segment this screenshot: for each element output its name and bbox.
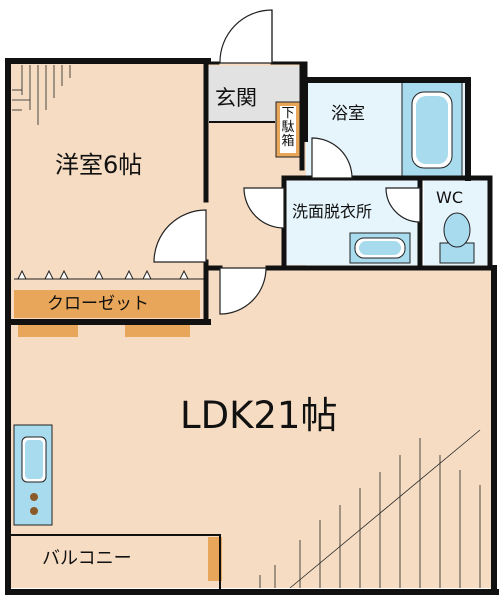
ldk-label: LDK21帖 (180, 394, 338, 437)
walls (5, 58, 499, 595)
stove-burner-icon (30, 493, 38, 501)
closet-label: クローゼット (47, 294, 149, 314)
bathroom-door-icon (311, 137, 353, 179)
balcony-door-accent (208, 537, 222, 581)
toilet-label: WC (436, 188, 463, 207)
western-room-label: 洋室6帖 (55, 151, 143, 179)
ldk-accent-left (18, 325, 78, 337)
bathroom-label: 浴室 (331, 104, 365, 124)
front-door-icon (219, 9, 273, 64)
toilet-door-icon (385, 187, 421, 223)
washbasin-icon (349, 232, 411, 264)
washroom-door-icon (243, 187, 285, 229)
closet-area (14, 269, 222, 581)
toilet-icon (439, 212, 475, 264)
western-room-door-icon (153, 209, 207, 263)
washroom-label: 洗面脱衣所 (292, 202, 373, 221)
entrance-label: 玄関 (215, 86, 257, 110)
ldk-door-icon (219, 267, 267, 315)
balcony-label: バルコニー (42, 548, 132, 569)
shoe-cabinet-label: 下駄箱 (281, 106, 295, 149)
doors (153, 9, 421, 315)
bathtub-icon (401, 81, 463, 178)
closet-accent (14, 290, 200, 318)
balcony-floor (12, 536, 218, 586)
ldk-accent-right (125, 325, 190, 337)
sunlight-hatching (12, 65, 481, 589)
shoe-cabinet (275, 101, 301, 158)
kitchen-sink-icon (13, 424, 53, 526)
stove-burner-icon (30, 507, 38, 515)
